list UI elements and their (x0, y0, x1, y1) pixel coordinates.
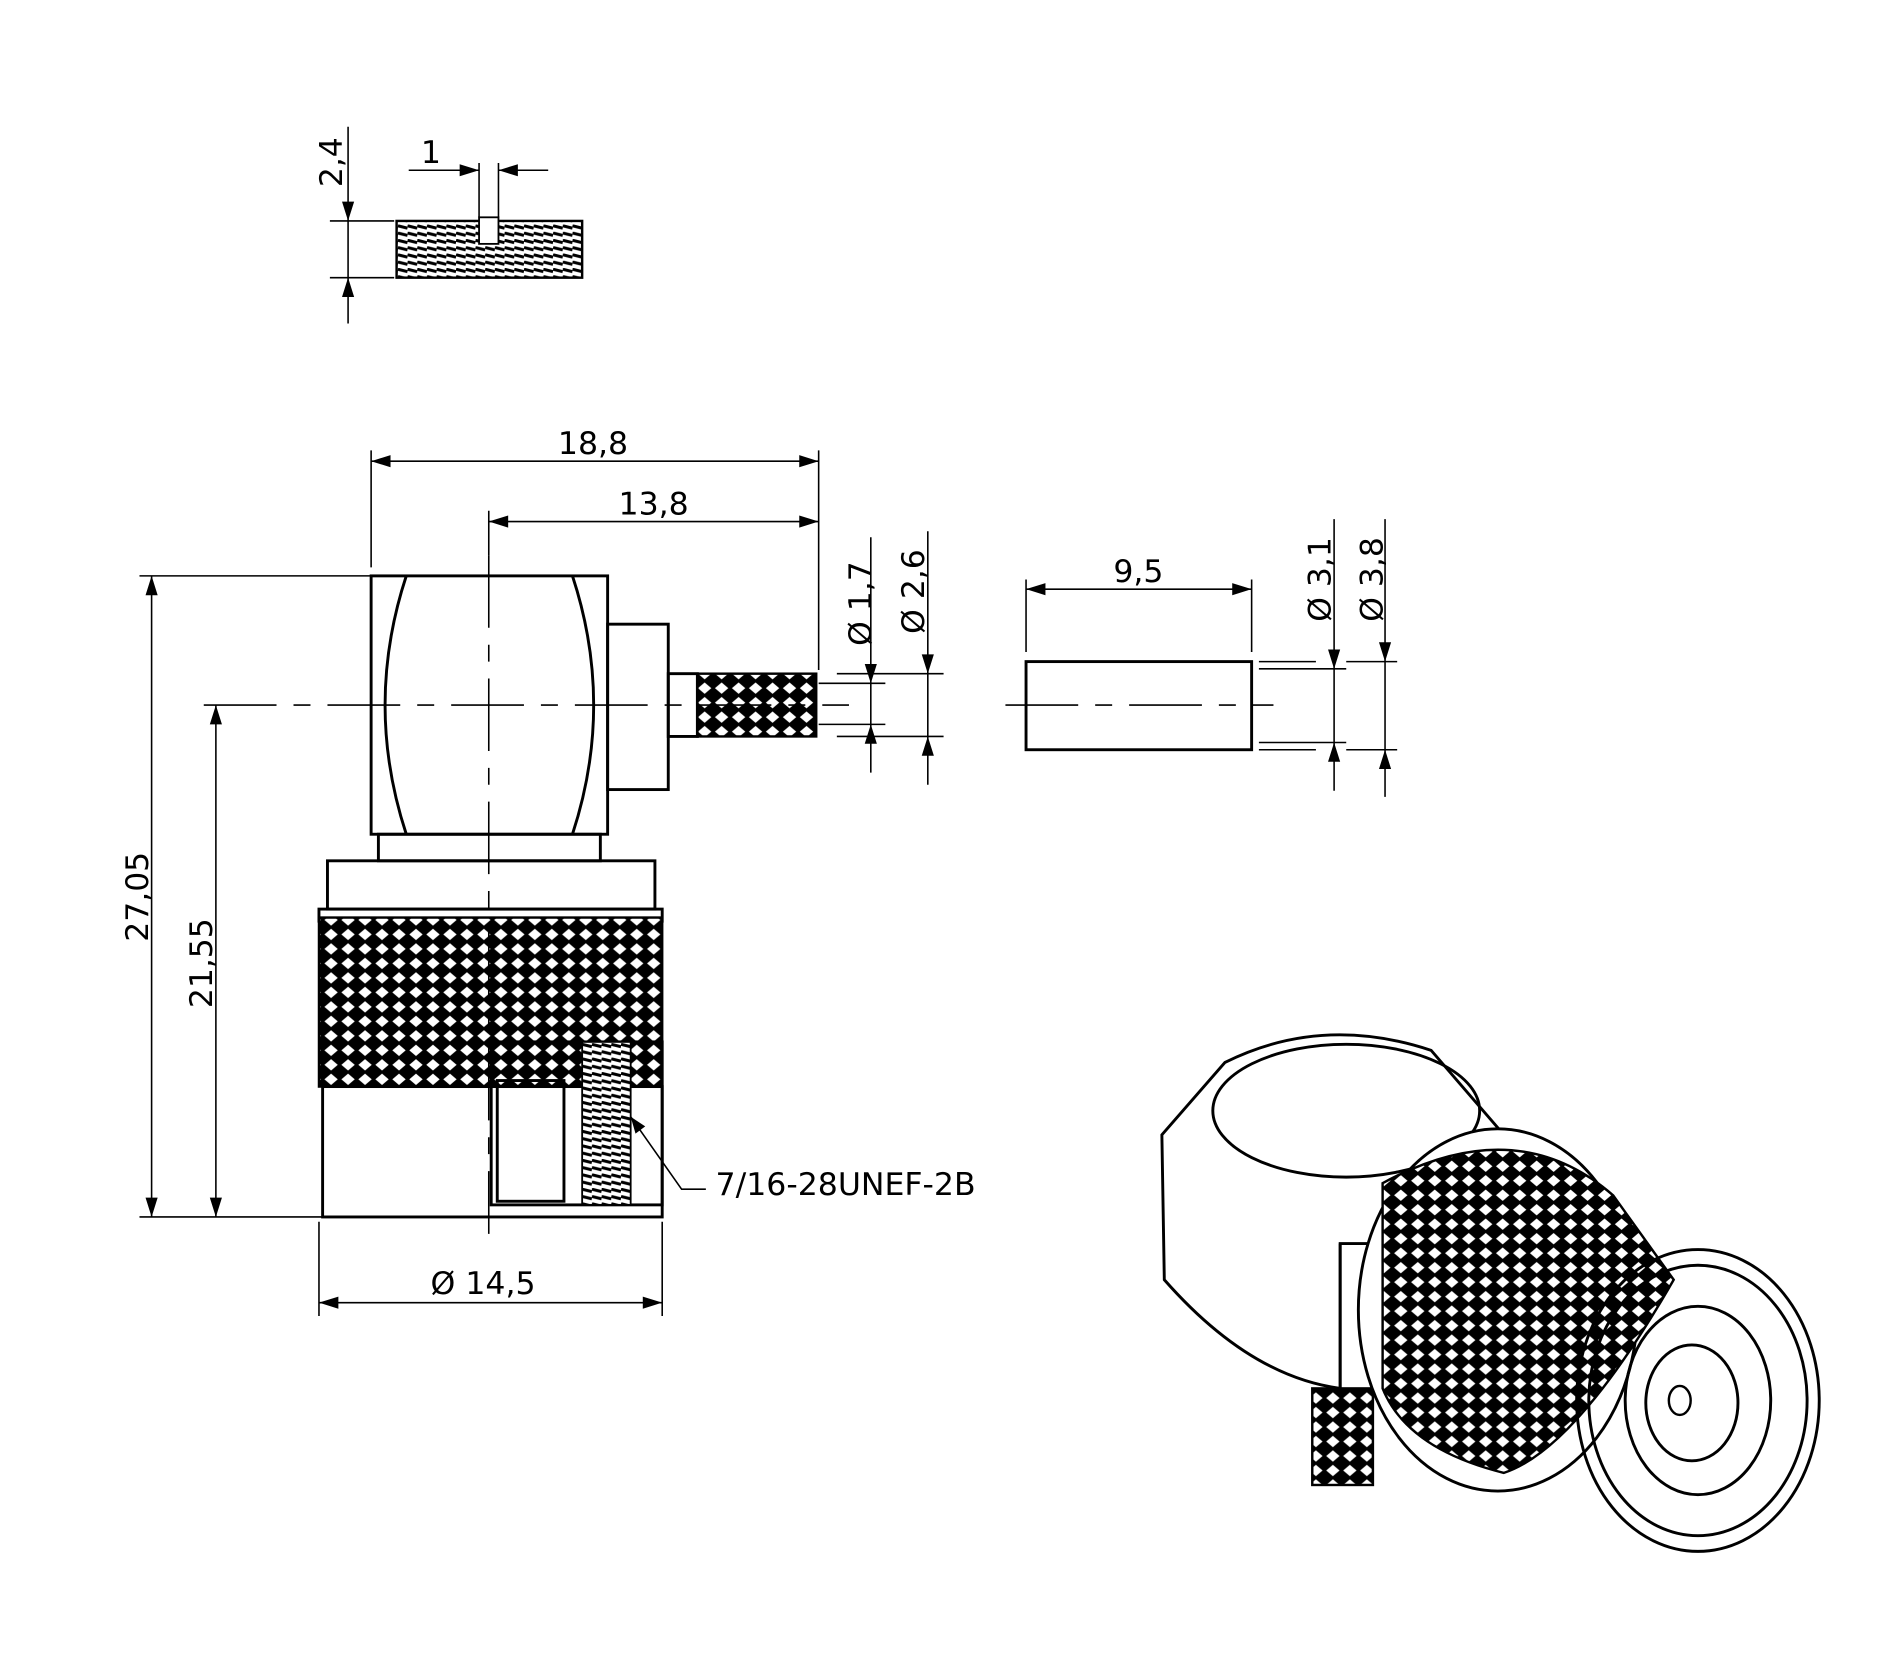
thread-callout: 7/16-28UNEF-2B (716, 1167, 976, 1203)
dim-ferrule-outer-diameter: Ø 3,8 (1355, 537, 1391, 622)
dim-body-diameter: Ø 14,5 (431, 1266, 536, 1302)
dim-nut-slot: 1 (421, 135, 441, 171)
dim-overall-height: 27,05 (120, 852, 156, 942)
dim-ferrule-inner-diameter: Ø 3,1 (1302, 537, 1338, 622)
dim-ferrule-length: 9,5 (1113, 554, 1163, 590)
dim-pin-diameter: Ø 1,7 (843, 561, 879, 646)
nut-detail: 2,4 1 (314, 126, 584, 324)
connector-front-view: 7/16-28UNEF-2B 18,8 13,8 Ø 1,7 Ø 2,6 27,… (120, 426, 976, 1316)
dim-axis-height: 21,55 (184, 918, 220, 1008)
dim-sleeve-diameter: Ø 2,6 (896, 549, 932, 634)
dim-pin-length: 13,8 (619, 486, 689, 522)
dim-overall-length: 18,8 (558, 426, 628, 462)
ferrule-view: 9,5 Ø 3,1 Ø 3,8 (1005, 519, 1398, 797)
dim-nut-height: 2,4 (314, 137, 350, 187)
connector-isometric-view (1160, 1033, 1821, 1553)
